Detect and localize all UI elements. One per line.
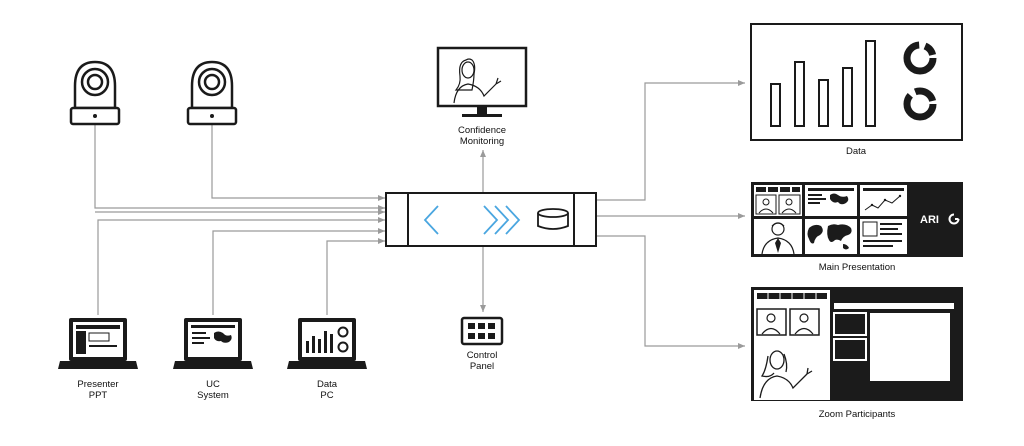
control-panel-icon [460,316,504,346]
ptz-camera-icon [69,60,121,126]
zoom-participants-label: Zoom Participants [819,409,896,420]
database-icon [537,208,569,230]
wire-data-pc [326,238,385,315]
wire-zoom-participants [597,235,745,349]
presenter-label-line2: PPT [89,390,108,401]
main-presentation-screen: ARI [751,182,963,257]
wire-presenter-ppt [97,217,385,315]
data-screen-label: Data [846,146,867,157]
connection-lines [94,80,745,349]
laptop-icon [58,318,138,369]
datapc-label-line1: Data [317,379,338,390]
uc-label-line1: UC [206,379,220,390]
control-label-line1: Control [467,350,498,361]
wire-data-screen [597,80,745,201]
uc-label-line2: System [197,390,229,401]
presenter-label-line1: Presenter [77,379,118,390]
main-presentation-label: Main Presentation [819,262,896,273]
confidence-label-line2: Monitoring [460,136,504,147]
zoom-participants-screen [751,287,963,401]
donut-chart-icon [903,41,937,75]
ptz-camera-icon [186,60,238,126]
data-screen [750,23,963,141]
wire-uc-system [212,228,385,315]
donut-chart-icon [903,87,937,121]
control-label-line2: Panel [470,361,494,372]
wire-camera-1 [94,124,385,211]
brand-logo-mark [948,213,960,225]
monitor-icon [436,46,528,117]
brand-logo-text: ARI [920,214,939,226]
laptop-icon [287,318,367,369]
wire-camera-2 [211,124,385,201]
laptop-icon [173,318,253,369]
datapc-label-line2: PC [320,390,333,401]
confidence-label-line1: Confidence [458,125,506,136]
